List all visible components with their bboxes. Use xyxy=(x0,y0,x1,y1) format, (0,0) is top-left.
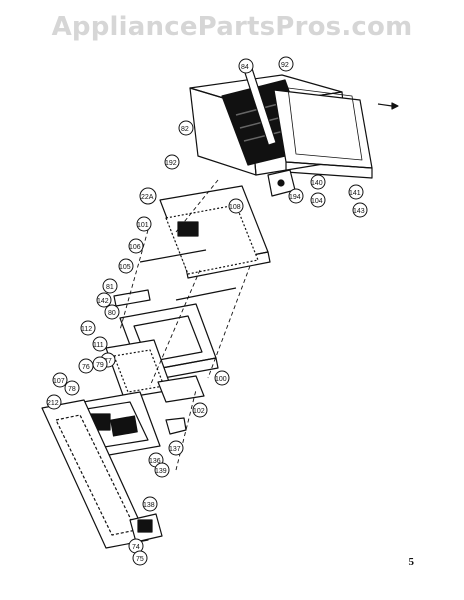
callout-104: 104 xyxy=(310,192,326,208)
svg-text:75: 75 xyxy=(136,556,144,563)
svg-text:106: 106 xyxy=(129,244,141,251)
callout-111: 111 xyxy=(92,336,108,352)
callout-101: 101 xyxy=(136,216,152,232)
svg-text:112: 112 xyxy=(81,326,92,333)
side-bracket xyxy=(113,289,151,307)
callout-92: 92 xyxy=(278,56,294,72)
svg-text:102: 102 xyxy=(193,408,205,415)
callout-108: 108 xyxy=(228,198,244,214)
callout-192: 192 xyxy=(164,154,180,170)
svg-text:77: 77 xyxy=(104,358,112,365)
callout-78: 78 xyxy=(64,380,80,396)
callout-143: 143 xyxy=(352,202,368,218)
drip-tray xyxy=(157,375,205,403)
callout-22A: 22A xyxy=(139,187,157,205)
svg-text:142: 142 xyxy=(97,298,109,305)
terminal-block xyxy=(129,513,163,543)
liner-panel-rear xyxy=(165,204,259,275)
svg-text:143: 143 xyxy=(353,208,365,215)
svg-text:105: 105 xyxy=(119,264,131,271)
svg-text:108: 108 xyxy=(229,204,241,211)
svg-text:138: 138 xyxy=(143,502,155,509)
callout-79: 79 xyxy=(92,356,108,372)
callout-212: 212 xyxy=(46,394,62,410)
svg-text:137: 137 xyxy=(169,446,181,453)
screw-arrow xyxy=(377,102,399,110)
svg-text:79: 79 xyxy=(96,362,104,369)
hinge-bracket xyxy=(267,169,296,197)
callout-75: 75 xyxy=(132,550,148,566)
svg-text:82: 82 xyxy=(181,126,189,133)
svg-text:139: 139 xyxy=(155,468,167,475)
svg-text:104: 104 xyxy=(311,198,323,205)
svg-text:81: 81 xyxy=(106,284,114,291)
svg-text:92: 92 xyxy=(281,62,289,69)
svg-text:84: 84 xyxy=(241,64,249,71)
svg-text:78: 78 xyxy=(68,386,76,393)
watermark-text: AppliancePartsPros.com xyxy=(51,12,413,42)
small-bracket xyxy=(165,417,187,435)
svg-text:80: 80 xyxy=(108,310,116,317)
callout-106: 106 xyxy=(128,238,144,254)
door-outer-panel xyxy=(273,87,373,179)
svg-text:22A: 22A xyxy=(141,194,154,201)
callout-107: 107 xyxy=(52,372,68,388)
svg-text:141: 141 xyxy=(349,190,361,197)
callout-76: 76 xyxy=(78,358,94,374)
svg-text:100: 100 xyxy=(215,376,227,383)
svg-text:212: 212 xyxy=(47,400,59,407)
svg-text:76: 76 xyxy=(82,364,90,371)
callout-100: 100 xyxy=(214,370,230,386)
callout-140: 140 xyxy=(310,174,326,190)
callout-102: 102 xyxy=(192,402,208,418)
callout-139: 139 xyxy=(154,462,170,478)
svg-text:192: 192 xyxy=(165,160,177,167)
callout-194: 194 xyxy=(288,188,304,204)
svg-text:111: 111 xyxy=(93,342,104,349)
svg-text:74: 74 xyxy=(132,544,140,551)
callout-84: 84 xyxy=(238,58,254,74)
callout-142: 142 xyxy=(96,292,112,308)
callout-105: 105 xyxy=(118,258,134,274)
support-rod xyxy=(139,249,237,301)
callout-80: 80 xyxy=(104,304,120,320)
svg-text:194: 194 xyxy=(289,194,301,201)
callout-112: 112 xyxy=(80,320,96,336)
svg-text:140: 140 xyxy=(311,180,323,187)
callout-82: 82 xyxy=(178,120,194,136)
callout-137: 137 xyxy=(168,440,184,456)
page-number: 5 xyxy=(408,556,415,568)
callout-81: 81 xyxy=(102,278,118,294)
svg-text:136: 136 xyxy=(149,458,161,465)
svg-text:101: 101 xyxy=(137,222,149,229)
svg-text:107: 107 xyxy=(53,378,65,385)
callout-141: 141 xyxy=(348,184,364,200)
callout-138: 138 xyxy=(142,496,158,512)
callout-bubbles: 82 84 92 100 101 102 104 105 106 107 108… xyxy=(46,56,368,566)
